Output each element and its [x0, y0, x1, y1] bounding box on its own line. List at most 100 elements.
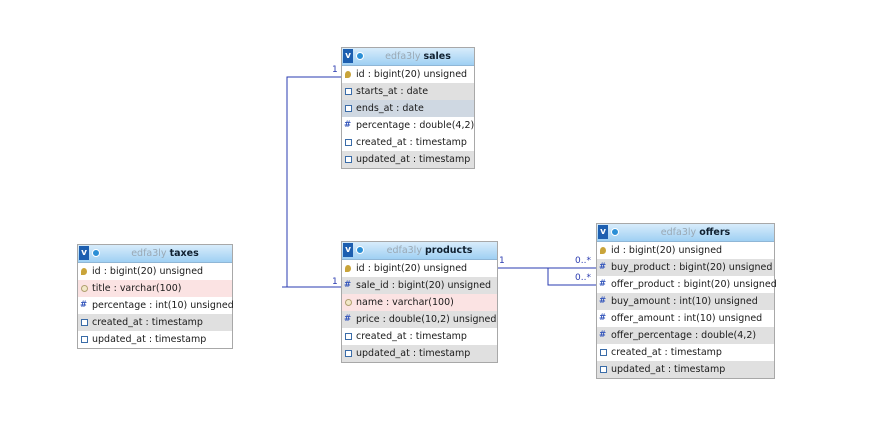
column-row[interactable]: offer_product : bigint(20) unsigned [597, 276, 777, 293]
relation-sales-products-line [282, 76, 341, 288]
key-icon [345, 265, 351, 272]
text-icon [81, 285, 88, 292]
table-options-icon[interactable] [355, 49, 366, 63]
date-icon [600, 349, 607, 356]
table-header[interactable]: v edfa3ly sales [342, 48, 474, 66]
key-icon [600, 247, 606, 254]
column-label: offer_product : bigint(20) unsigned [611, 279, 777, 290]
column-label: starts_at : date [356, 86, 429, 97]
table-options-icon[interactable] [355, 243, 366, 257]
column-row[interactable]: created_at : timestamp [342, 328, 497, 345]
column-label: offer_percentage : double(4,2) [611, 330, 757, 341]
table-header[interactable]: v edfa3ly taxes [78, 245, 232, 263]
column-label: updated_at : timestamp [356, 154, 471, 165]
cardinality-sales-one: 1 [332, 65, 338, 75]
column-label: created_at : timestamp [92, 317, 203, 328]
column-row[interactable]: buy_amount : int(10) unsigned [597, 293, 774, 310]
key-icon [81, 268, 87, 275]
table-name: taxes [169, 248, 199, 259]
number-icon [344, 277, 352, 294]
table-offers[interactable]: v edfa3ly offers id : bigint(20) unsigne… [596, 223, 777, 379]
table-name: sales [423, 51, 451, 62]
date-icon [345, 333, 352, 340]
collapse-toggle-button[interactable]: v [343, 49, 353, 63]
column-row[interactable]: sale_id : bigint(20) unsigned [342, 277, 497, 294]
cardinality-products-one: 1 [332, 277, 338, 287]
column-label: ends_at : date [356, 103, 424, 114]
number-icon [80, 297, 88, 314]
column-row[interactable]: updated_at : timestamp [597, 361, 774, 378]
date-icon [345, 156, 352, 163]
column-row[interactable]: id : bigint(20) unsigned [78, 263, 232, 280]
table-name: offers [699, 227, 731, 238]
column-label: offer_amount : int(10) unsigned [611, 313, 763, 324]
column-row[interactable]: created_at : timestamp [78, 314, 232, 331]
column-row[interactable]: price : double(10,2) unsigned [342, 311, 497, 328]
column-row[interactable]: buy_product : bigint(20) unsigned [597, 259, 774, 276]
column-row[interactable]: offer_percentage : double(4,2) [597, 327, 774, 344]
number-icon [599, 310, 607, 327]
column-row[interactable]: percentage : int(10) unsigned [78, 297, 234, 314]
column-label: created_at : timestamp [611, 347, 722, 358]
column-row[interactable]: id : bigint(20) unsigned [342, 66, 474, 83]
number-icon [599, 293, 607, 310]
column-row[interactable]: ends_at : date [342, 100, 474, 117]
column-row[interactable]: updated_at : timestamp [78, 331, 232, 348]
date-icon [345, 139, 352, 146]
column-row[interactable]: created_at : timestamp [342, 134, 474, 151]
column-row[interactable]: updated_at : timestamp [342, 345, 497, 362]
column-label: buy_product : bigint(20) unsigned [611, 262, 773, 273]
date-icon [345, 88, 352, 95]
date-icon [600, 366, 607, 373]
column-label: updated_at : timestamp [611, 364, 726, 375]
column-row[interactable]: updated_at : timestamp [342, 151, 474, 168]
column-label: price : double(10,2) unsigned [356, 314, 497, 325]
table-header[interactable]: v edfa3ly products [342, 242, 497, 260]
column-row[interactable]: offer_amount : int(10) unsigned [597, 310, 774, 327]
column-label: percentage : double(4,2) [356, 120, 475, 131]
number-icon [599, 259, 607, 276]
number-icon [599, 276, 607, 293]
table-header[interactable]: v edfa3ly offers [597, 224, 774, 242]
column-row[interactable]: id : bigint(20) unsigned [597, 242, 774, 259]
number-icon [344, 311, 352, 328]
column-label: id : bigint(20) unsigned [611, 245, 723, 256]
column-label: id : bigint(20) unsigned [356, 69, 468, 80]
number-icon [344, 117, 352, 134]
date-icon [81, 336, 88, 343]
column-label: buy_amount : int(10) unsigned [611, 296, 758, 307]
text-icon [345, 299, 352, 306]
column-label: name : varchar(100) [356, 297, 454, 308]
database-name: edfa3ly [131, 248, 167, 259]
column-label: updated_at : timestamp [356, 348, 471, 359]
database-name: edfa3ly [385, 51, 421, 62]
table-options-icon[interactable] [91, 246, 102, 260]
table-title: edfa3ly offers [597, 224, 774, 241]
table-taxes[interactable]: v edfa3ly taxes id : bigint(20) unsigned… [77, 244, 234, 349]
column-row[interactable]: created_at : timestamp [597, 344, 774, 361]
column-row[interactable]: name : varchar(100) [342, 294, 497, 311]
column-row[interactable]: starts_at : date [342, 83, 474, 100]
column-row[interactable]: id : bigint(20) unsigned [342, 260, 497, 277]
key-icon [345, 71, 351, 78]
database-name: edfa3ly [386, 245, 422, 256]
date-icon [345, 105, 352, 112]
collapse-toggle-button[interactable]: v [343, 243, 353, 257]
table-options-icon[interactable] [610, 225, 621, 239]
column-row[interactable]: percentage : double(4,2) [342, 117, 474, 134]
column-label: title : varchar(100) [92, 283, 182, 294]
collapse-toggle-button[interactable]: v [79, 246, 89, 260]
column-label: percentage : int(10) unsigned [92, 300, 234, 311]
cardinality-offers-many-a: 0..* [575, 256, 591, 266]
collapse-toggle-button[interactable]: v [598, 225, 608, 239]
table-sales[interactable]: v edfa3ly sales id : bigint(20) unsigned… [341, 47, 475, 169]
column-label: created_at : timestamp [356, 331, 467, 342]
number-icon [599, 327, 607, 344]
table-products[interactable]: v edfa3ly products id : bigint(20) unsig… [341, 241, 498, 363]
column-label: id : bigint(20) unsigned [356, 263, 468, 274]
date-icon [345, 350, 352, 357]
cardinality-products-offers-one: 1 [499, 256, 505, 266]
table-title: edfa3ly products [342, 242, 497, 259]
column-label: created_at : timestamp [356, 137, 467, 148]
column-row[interactable]: title : varchar(100) [78, 280, 232, 297]
